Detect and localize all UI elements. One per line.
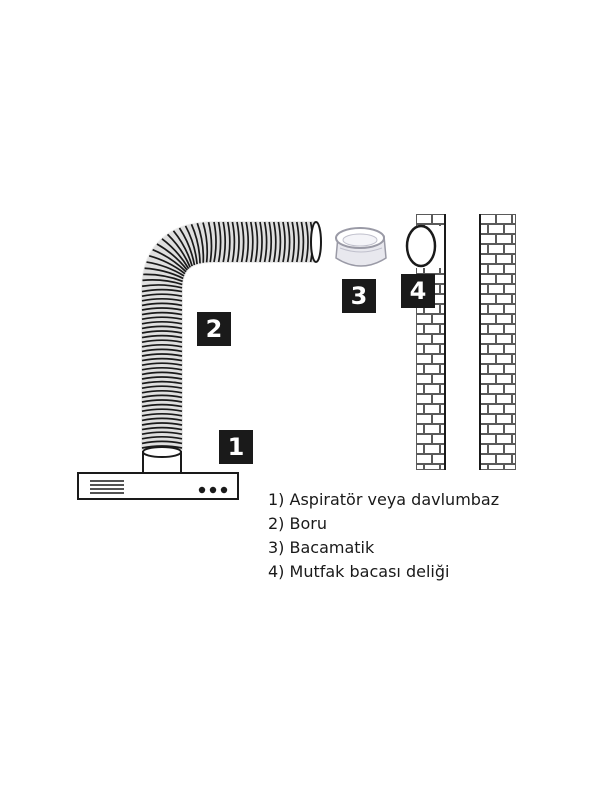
marker-hood: 1 <box>219 430 253 464</box>
adapter-ring <box>335 227 387 267</box>
legend-item-chimney-hole: 4) Mutfak bacası deliği <box>268 562 450 581</box>
legend: 1) Aspiratör veya davlumbaz 2) Boru 3) B… <box>268 488 499 584</box>
brick-column-right <box>480 214 516 470</box>
chimney-hole-ring <box>405 224 437 268</box>
marker-chimney: 4 <box>401 274 435 308</box>
legend-item-pipe: 2) Boru <box>268 514 327 533</box>
range-hood <box>77 446 239 500</box>
hood-control-knobs <box>198 486 228 494</box>
flexible-pipe <box>141 221 322 450</box>
hood-vent-slots <box>90 480 124 494</box>
legend-item-hood: 1) Aspiratör veya davlumbaz <box>268 490 500 509</box>
chimney-wall <box>405 214 516 470</box>
marker-pipe: 2 <box>197 312 231 346</box>
pipe-ribs <box>141 221 314 449</box>
marker-adapter: 3 <box>342 279 376 313</box>
hood-body <box>77 472 239 500</box>
legend-item-adapter: 3) Bacamatik <box>268 538 375 557</box>
